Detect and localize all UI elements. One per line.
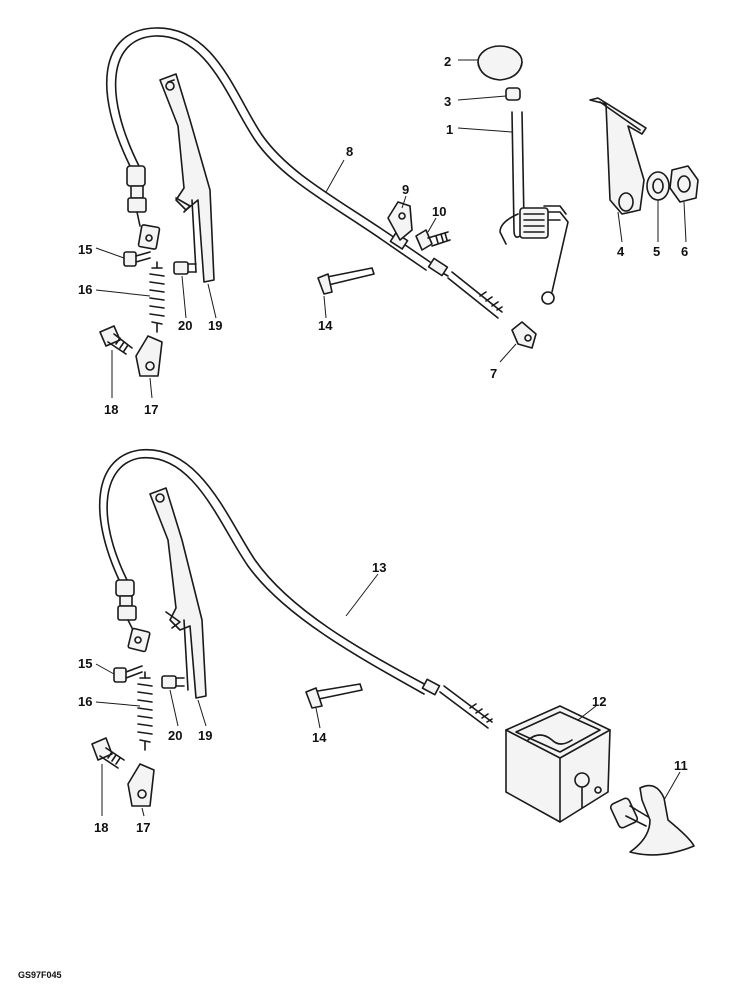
label-8: 8 [346,144,353,159]
cable-fitting-bottom [115,579,151,653]
spring-16-bottom [137,671,153,751]
label-16: 16 [78,282,92,297]
cable-top [105,27,503,319]
cable-bottom [98,449,493,729]
leader-lines [95,59,687,817]
label-15b: 15 [78,656,92,671]
callout-labels: 2 3 1 8 9 10 15 4 5 6 16 20 19 14 7 18 1… [18,54,688,980]
top-assembly [99,27,699,377]
lever-bottom [149,487,207,699]
label-4: 4 [617,244,625,259]
label-9: 9 [402,182,409,197]
label-19: 19 [208,318,222,333]
gear-lever-1 [477,45,569,305]
label-19b: 19 [198,728,212,743]
label-14: 14 [318,318,333,333]
label-17: 17 [144,402,158,417]
label-5: 5 [653,244,660,259]
screw-15-top [123,251,151,267]
label-20: 20 [178,318,192,333]
bolt-10 [415,229,451,251]
label-12: 12 [592,694,606,709]
plate-4 [589,97,647,215]
cable-fitting-top [126,165,161,250]
label-6: 6 [681,244,688,259]
t-handle-11 [609,784,695,856]
lever-top [159,73,215,283]
bottom-assembly [91,449,695,856]
nut-6 [669,165,699,203]
label-14b: 14 [312,730,327,745]
label-13: 13 [372,560,386,575]
label-1: 1 [446,122,453,137]
clevis-7 [511,321,537,349]
bolt-18-top [99,325,133,355]
label-3: 3 [444,94,451,109]
label-17b: 17 [136,820,150,835]
bolt-20-top [173,261,197,275]
label-11: 11 [674,758,688,773]
spring-16-top [149,261,165,333]
label-18: 18 [104,402,118,417]
label-16b: 16 [78,694,92,709]
pin-14-top [317,267,375,295]
washer-5 [646,171,670,201]
bolt-18-bottom [91,737,125,769]
pin-14-bottom [305,683,363,709]
bracket-9 [387,201,413,241]
label-20b: 20 [168,728,182,743]
diagram-code: GS97F045 [18,970,62,980]
housing-box-12 [505,705,611,823]
bracket-17-top [135,335,163,377]
label-10: 10 [432,204,446,219]
label-7: 7 [490,366,497,381]
bolt-20-bottom [161,675,185,689]
label-15: 15 [78,242,92,257]
bracket-17-bottom [127,763,155,807]
screw-15-bottom [113,665,143,683]
label-18b: 18 [94,820,108,835]
label-2: 2 [444,54,451,69]
